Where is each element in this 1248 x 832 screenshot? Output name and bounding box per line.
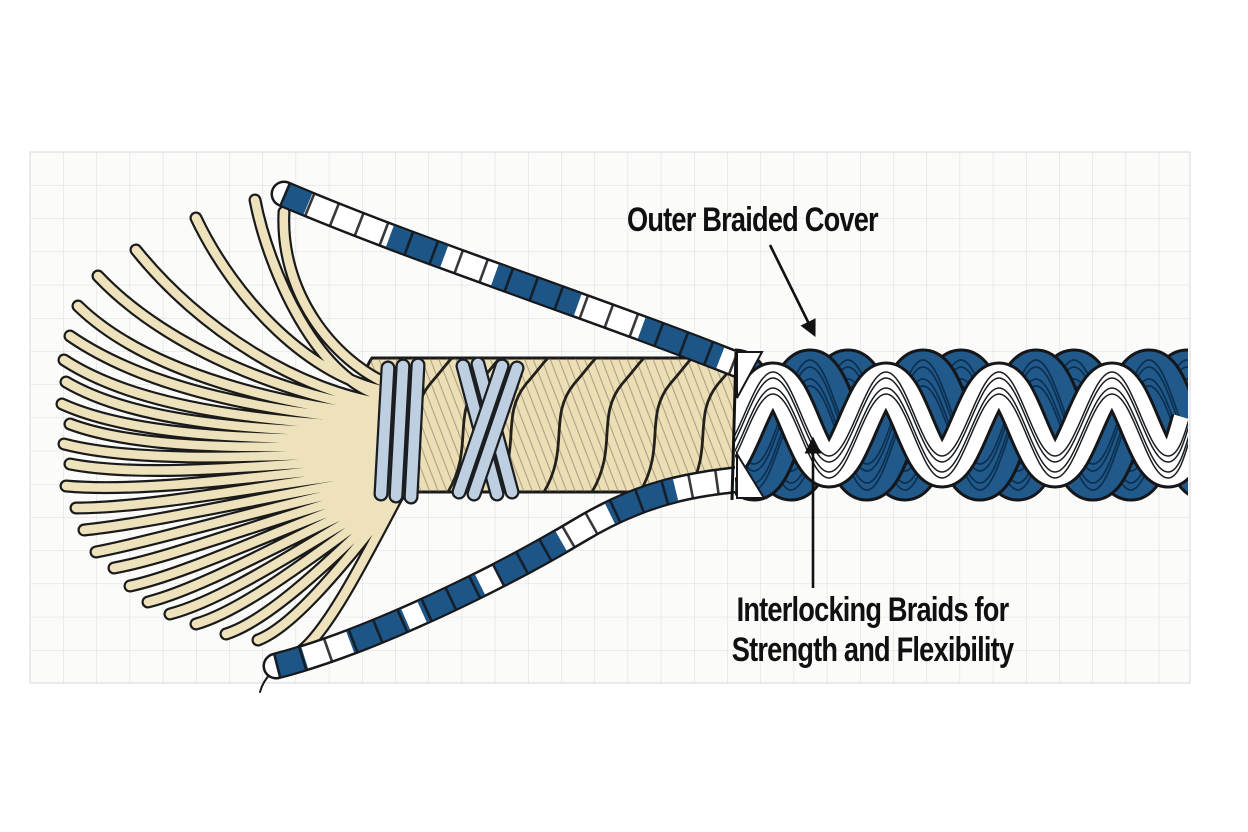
arrow-to-cover-icon: [768, 244, 816, 338]
braided-cover: [735, 352, 1188, 498]
label-outer-braided-cover: Outer Braided Cover: [627, 201, 879, 239]
label-interlocking-braids: Interlocking Braids for Strength and Fle…: [703, 590, 1043, 670]
label-interlocking-line1: Interlocking Braids for: [736, 591, 1010, 629]
cover-cut-edge: [730, 351, 738, 501]
callout-arrows: [768, 244, 822, 588]
twisted-strand-bottom: [259, 478, 750, 693]
label-interlocking-line2: Strength and Flexibility: [731, 631, 1014, 669]
